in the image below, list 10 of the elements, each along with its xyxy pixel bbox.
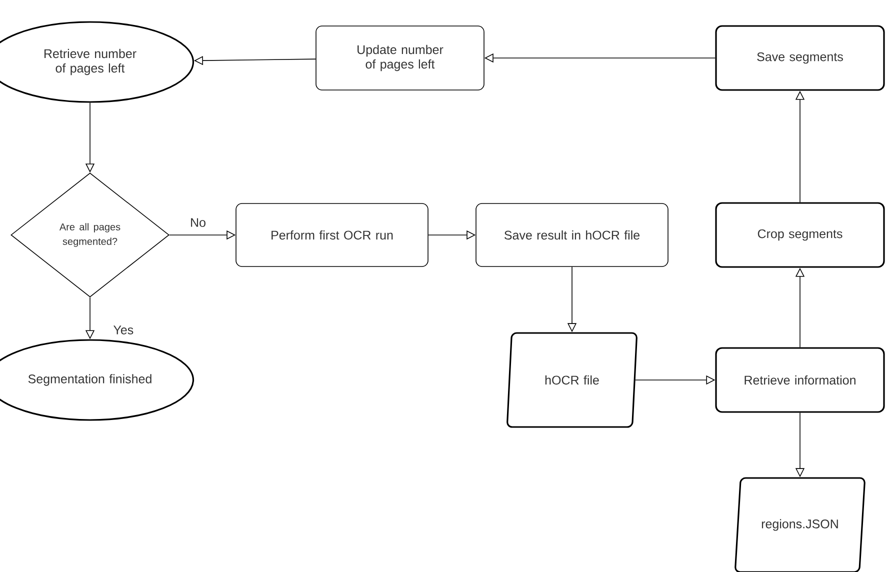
edge-label: Yes: [114, 326, 134, 334]
data-parallelogram: regions.JSON: [734, 477, 866, 572]
process-box: Perform first OCR run: [236, 203, 428, 267]
process-box: Retrieve information: [715, 347, 885, 413]
process-box: Save result in hOCR file: [476, 203, 668, 267]
process-box: Save segments: [715, 25, 885, 91]
process-box: Update number of pages left: [316, 26, 484, 90]
process-box: Crop segments: [715, 202, 885, 268]
edge-label: No: [191, 218, 206, 227]
data-parallelogram: hOCR file: [506, 332, 638, 428]
